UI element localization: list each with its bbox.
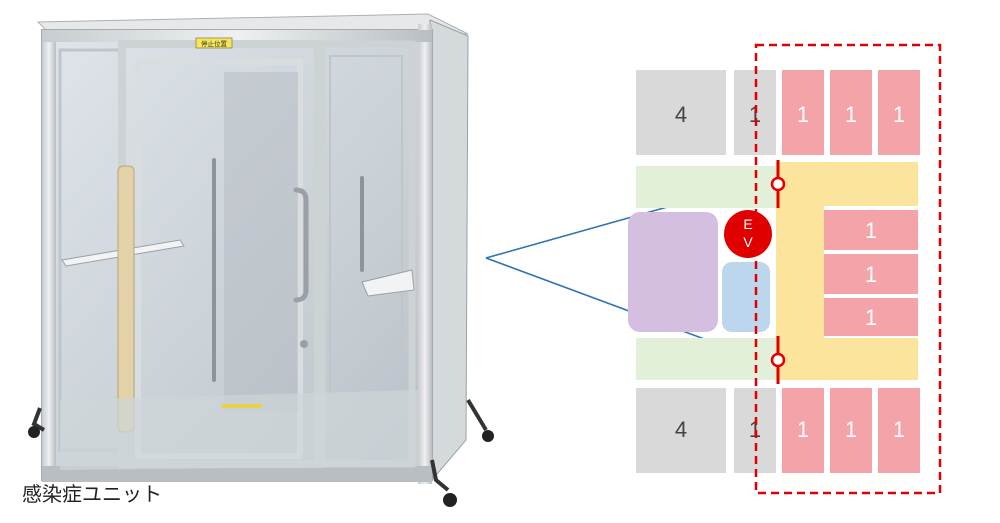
infection-unit-photo: 停止位置	[28, 13, 494, 507]
room-1-right-a	[824, 210, 918, 250]
corridor-yellow	[776, 162, 918, 380]
room-4-bottom	[636, 388, 726, 473]
elevator: E V	[724, 210, 772, 258]
infection-zone-boundary	[754, 43, 942, 495]
door-marker-icon	[770, 176, 786, 192]
room-1-pink-bottom-a	[782, 388, 824, 473]
door-handle	[293, 187, 309, 303]
caster-wheels	[28, 398, 494, 507]
room-label: 1	[865, 305, 877, 330]
door-marker-icon	[770, 352, 786, 368]
room-label: 1	[845, 417, 857, 442]
elevator-label-e: E	[743, 216, 752, 232]
room-label: 1	[865, 262, 877, 287]
room-1-pink-top-b	[830, 70, 872, 155]
room-label: 1	[845, 102, 857, 127]
room-1-right-b	[824, 254, 918, 294]
grip-bar	[117, 165, 135, 433]
room-1-pink-top-a	[782, 70, 824, 155]
floor-plan: 4 1 1 1 1 1 1 1 4 1 1 1	[628, 43, 942, 495]
room-1-pink-bottom-c	[878, 388, 920, 473]
room-blue	[722, 262, 770, 332]
partition-upper	[770, 160, 786, 208]
room-1-pink-top-c	[878, 70, 920, 155]
room-label: 4	[675, 102, 687, 127]
door-label-text: 停止位置	[201, 39, 228, 48]
room-label: 1	[749, 417, 761, 442]
right-room-column: 1 1 1	[824, 210, 918, 336]
corridor-green-bottom	[636, 338, 776, 380]
room-purple	[628, 212, 718, 332]
room-label: 1	[749, 102, 761, 127]
room-label: 1	[797, 417, 809, 442]
room-label: 1	[893, 102, 905, 127]
room-1-right-c	[824, 298, 918, 336]
elevator-label-v: V	[743, 234, 753, 250]
photo-caption: 感染症ユニット	[22, 482, 162, 506]
partition-lower	[770, 336, 786, 384]
room-label: 4	[675, 417, 687, 442]
top-room-row: 4 1 1 1 1	[636, 70, 920, 155]
room-label: 1	[797, 102, 809, 127]
door-label-plate	[195, 37, 233, 49]
arrow-lower	[485, 257, 744, 354]
room-4-top	[636, 70, 726, 155]
bottom-room-row: 4 1 1 1 1	[636, 388, 920, 473]
room-1-pink-bottom-b	[830, 388, 872, 473]
room-label: 1	[893, 417, 905, 442]
elevator-circle	[724, 210, 772, 258]
corridor-green-top	[636, 166, 776, 208]
room-label: 1	[865, 218, 877, 243]
